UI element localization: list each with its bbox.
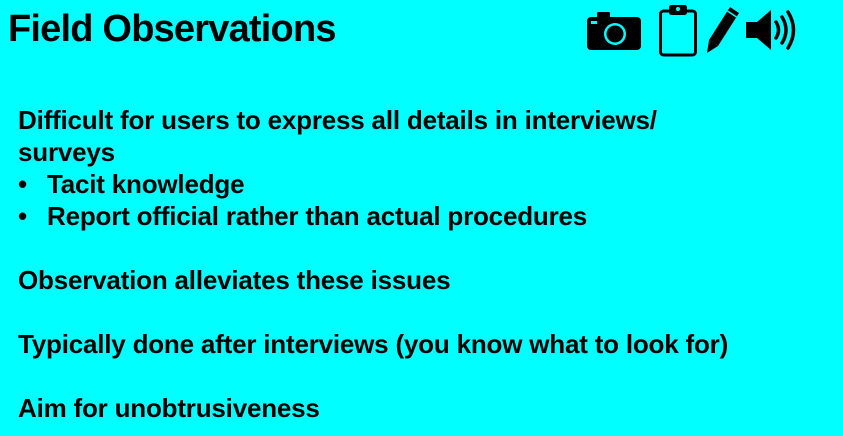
list-item: • Tacit knowledge <box>18 168 838 200</box>
clipboard-icon <box>658 4 698 58</box>
camera-icon <box>586 11 642 51</box>
slide-body: Difficult for users to express all detai… <box>18 104 838 424</box>
aim-point: Aim for unobtrusiveness <box>18 393 320 423</box>
slide-title: Field Observations <box>8 8 337 50</box>
intro-line-2: surveys <box>18 137 115 167</box>
observation-point: Observation alleviates these issues <box>18 265 451 295</box>
bullet-marker: • <box>18 169 27 199</box>
list-item: • Report official rather than actual pro… <box>18 200 838 232</box>
intro-line-1: Difficult for users to express all detai… <box>18 105 657 135</box>
pencil-icon <box>706 6 740 54</box>
bullet-text: Report official rather than actual proce… <box>47 201 588 231</box>
toolbar-icons <box>586 4 802 58</box>
bullet-text: Tacit knowledge <box>47 169 245 199</box>
bullet-marker: • <box>18 201 27 231</box>
speaker-icon <box>744 7 802 53</box>
timing-point: Typically done after interviews (you kno… <box>18 329 729 359</box>
bullet-list: • Tacit knowledge • Report official rath… <box>18 168 838 232</box>
